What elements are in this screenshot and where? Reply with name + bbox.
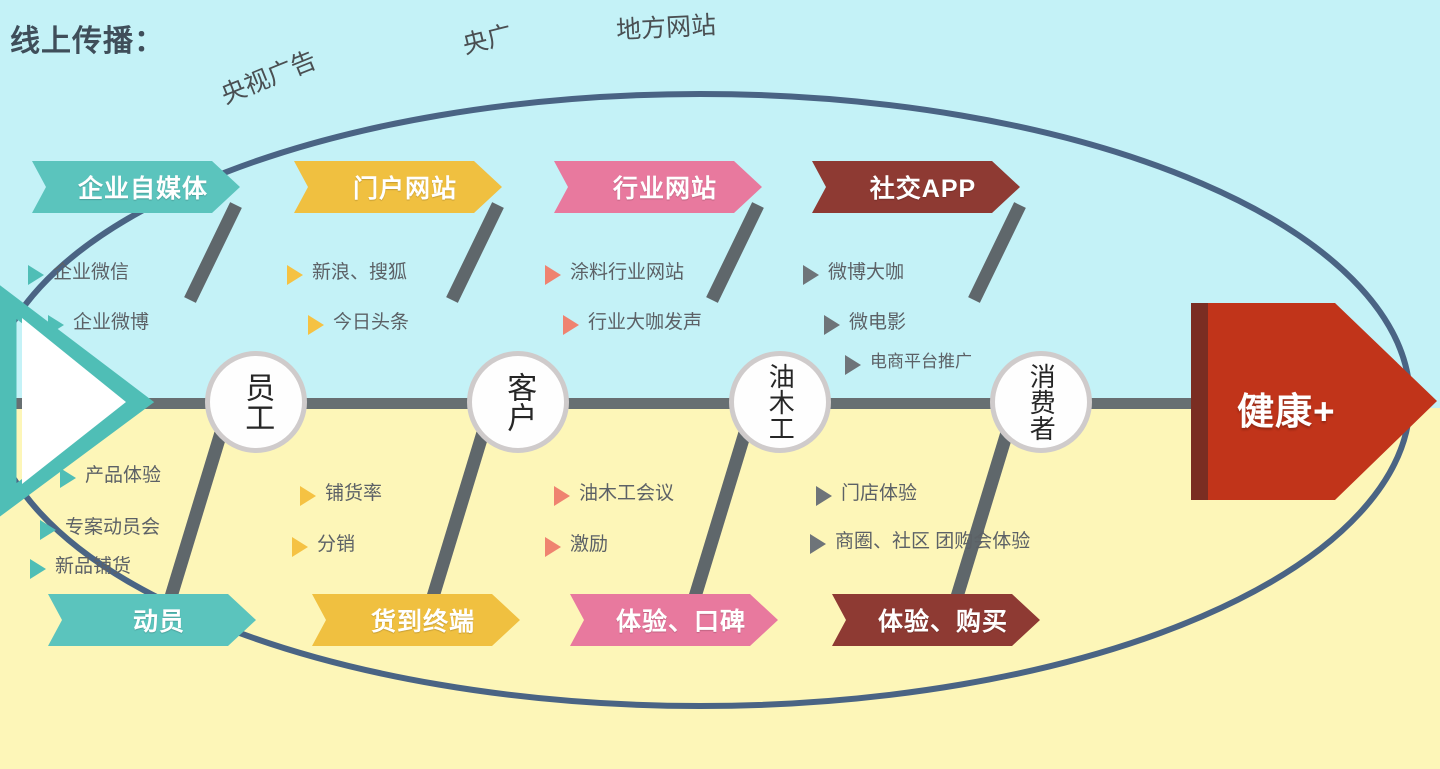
node-employee[interactable]: 员工: [205, 351, 307, 453]
chip-social-app-bottom[interactable]: 体验、购买: [832, 594, 1040, 646]
bullet-text: 企业微博: [73, 312, 150, 333]
node-label: 油木工: [765, 363, 796, 441]
bullet-text: 商圈、社区 团购会体验: [835, 531, 1031, 552]
spine-line: [0, 398, 1205, 409]
chip-label: 体验、口碑: [615, 608, 746, 636]
triangle-bullet-icon: [292, 537, 308, 557]
bullet-text: 微电影: [849, 312, 907, 333]
curve-label-local-sites: 地方网站: [615, 11, 717, 45]
chip-self-media-bottom[interactable]: 动员: [48, 594, 256, 646]
bullet-terminal-1: 铺货率: [300, 483, 382, 506]
chip-shapes-top: [32, 161, 1020, 213]
bullet-wom-1: 油木工会议: [554, 483, 674, 506]
bullet-portal-site-2: 今日头条: [308, 312, 409, 335]
bullet-self-media-1: 企业微信: [28, 262, 129, 285]
triangle-bullet-icon: [810, 534, 826, 554]
bullet-text: 电商平台推广: [870, 352, 972, 371]
chip-label: 货到终端: [370, 608, 475, 636]
bullet-purchase-2: 商圈、社区 团购会体验: [810, 531, 1030, 554]
triangle-bullet-icon: [563, 315, 579, 335]
bullet-self-media-2: 企业微博: [48, 312, 149, 335]
bullet-portal-site-1: 新浪、搜狐: [287, 262, 407, 285]
chip-social-app-top[interactable]: 社交APP: [812, 161, 1020, 213]
bullet-wom-2: 激励: [545, 534, 608, 557]
chip-label: 企业自媒体: [77, 175, 208, 203]
node-label: 消费者: [1026, 363, 1057, 441]
triangle-bullet-icon: [30, 559, 46, 579]
chip-shapes-bottom: [48, 594, 1040, 646]
bullet-social-app-3: 电商平台推广: [845, 352, 972, 375]
bullet-industry-site-1: 涂料行业网站: [545, 262, 684, 285]
bullet-social-app-2: 微电影: [824, 312, 906, 335]
node-consumer[interactable]: 消费者: [990, 351, 1092, 453]
node-label: 客户: [502, 372, 536, 432]
bullet-mobilize-2: 专案动员会: [40, 517, 160, 540]
triangle-bullet-icon: [60, 468, 76, 488]
bullet-text: 微博大咖: [828, 262, 905, 283]
triangle-bullet-icon: [845, 355, 861, 375]
triangle-bullet-icon: [28, 265, 44, 285]
chip-portal-site-top[interactable]: 门户网站: [294, 161, 502, 213]
triangle-bullet-icon: [308, 315, 324, 335]
triangle-bullet-icon: [48, 315, 64, 335]
triangle-bullet-icon: [545, 265, 561, 285]
chip-label: 门户网站: [352, 175, 457, 203]
bullet-text: 分销: [317, 534, 356, 555]
play-triangle-icon: [0, 285, 155, 517]
page-title: 线上传播：: [10, 25, 165, 58]
goal-arrow: [1191, 303, 1437, 500]
triangle-bullet-icon: [824, 315, 840, 335]
node-painter[interactable]: 油木工: [729, 351, 831, 453]
goal-label: 健康+: [1237, 391, 1336, 432]
chip-industry-site-bottom[interactable]: 体验、口碑: [570, 594, 778, 646]
triangle-bullet-icon: [803, 265, 819, 285]
triangle-bullet-icon: [816, 486, 832, 506]
triangle-bullet-icon: [554, 486, 570, 506]
bullet-text: 专案动员会: [65, 517, 161, 538]
bullet-text: 新品铺货: [55, 556, 132, 577]
bullet-purchase-1: 门店体验: [816, 483, 917, 506]
chip-label: 动员: [132, 608, 185, 636]
bullet-text: 涂料行业网站: [570, 262, 685, 283]
chip-industry-site-top[interactable]: 行业网站: [554, 161, 762, 213]
bullet-terminal-2: 分销: [292, 534, 355, 557]
bullet-text: 油木工会议: [579, 483, 675, 504]
node-customer[interactable]: 客户: [467, 351, 569, 453]
bullet-text: 产品体验: [85, 465, 162, 486]
triangle-bullet-icon: [300, 486, 316, 506]
chip-label: 行业网站: [612, 175, 717, 203]
chip-portal-site-bottom[interactable]: 货到终端: [312, 594, 520, 646]
bullet-text: 铺货率: [325, 483, 383, 504]
chip-self-media-top[interactable]: 企业自媒体: [32, 161, 240, 213]
triangle-bullet-icon: [40, 520, 56, 540]
bullet-text: 行业大咖发声: [588, 312, 703, 333]
chip-label: 社交APP: [869, 175, 977, 203]
triangle-bullet-icon: [287, 265, 303, 285]
bullet-mobilize-1: 产品体验: [60, 465, 161, 488]
bullet-text: 今日头条: [333, 312, 410, 333]
bullet-industry-site-2: 行业大咖发声: [563, 312, 702, 335]
bullet-text: 企业微信: [53, 262, 130, 283]
bullet-text: 新浪、搜狐: [312, 262, 408, 283]
node-label: 员工: [240, 372, 274, 432]
bullet-text: 门店体验: [841, 483, 918, 504]
bullet-text: 激励: [570, 534, 609, 555]
bullet-social-app-1: 微博大咖: [803, 262, 904, 285]
triangle-bullet-icon: [545, 537, 561, 557]
chip-label: 体验、购买: [877, 608, 1008, 636]
bullet-mobilize-3: 新品铺货: [30, 556, 131, 579]
